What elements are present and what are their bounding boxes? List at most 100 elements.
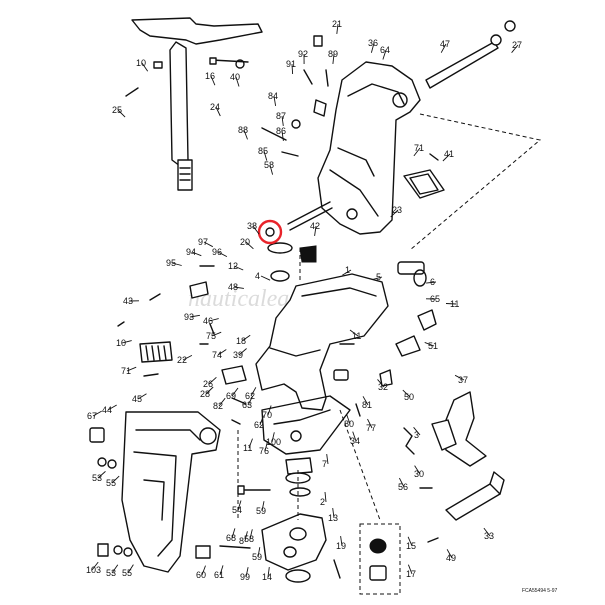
leader-line bbox=[92, 410, 102, 417]
callout-36: 36 bbox=[368, 38, 378, 48]
callout-39: 39 bbox=[233, 350, 243, 360]
callout-15: 15 bbox=[406, 541, 416, 551]
callout-10-b: 10 bbox=[116, 338, 126, 348]
leader-line bbox=[367, 418, 373, 429]
leader-line bbox=[117, 109, 126, 118]
callout-74: 74 bbox=[212, 350, 222, 360]
leader-line bbox=[245, 567, 249, 578]
part-54-bolt bbox=[237, 485, 271, 495]
part-16-40-bolt bbox=[209, 57, 249, 69]
leader-line bbox=[263, 150, 268, 161]
leader-line bbox=[250, 387, 257, 397]
callout-11-b: 11 bbox=[243, 443, 252, 453]
callout-19: 19 bbox=[336, 541, 346, 551]
callout-85: 85 bbox=[258, 146, 268, 156]
drawing-reference-code: FCA55494 5-97 bbox=[522, 588, 558, 594]
callout-71-b: 71 bbox=[121, 366, 131, 376]
callout-21: 21 bbox=[332, 19, 342, 29]
leader-line bbox=[346, 414, 351, 425]
leader-line bbox=[267, 567, 270, 578]
part-41-screw bbox=[429, 153, 439, 161]
callout-3: 3 bbox=[414, 430, 419, 440]
leader-line bbox=[324, 491, 327, 503]
callout-77: 77 bbox=[366, 423, 376, 433]
callout-20: 20 bbox=[240, 237, 250, 247]
leader-line bbox=[264, 441, 269, 452]
callout-69: 69 bbox=[226, 391, 236, 401]
leader-line bbox=[370, 42, 375, 53]
leader-line bbox=[211, 331, 222, 337]
part-21-fitting bbox=[313, 35, 323, 47]
leader-line bbox=[402, 389, 411, 398]
callout-10-a: 10 bbox=[136, 58, 146, 68]
part-103-nut bbox=[97, 543, 109, 557]
leader-line bbox=[257, 547, 261, 558]
leader-line bbox=[261, 501, 265, 512]
callout-95: 95 bbox=[166, 258, 176, 268]
callout-30: 30 bbox=[414, 469, 424, 479]
misc-small-screws bbox=[117, 265, 439, 543]
callout-41: 41 bbox=[444, 149, 454, 159]
part-51-spring bbox=[395, 335, 421, 357]
callout-51: 51 bbox=[428, 341, 438, 351]
callout-25: 25 bbox=[112, 105, 122, 115]
part-65-lock bbox=[417, 309, 437, 331]
leader-line bbox=[107, 404, 117, 411]
part-44-bushing bbox=[89, 427, 105, 443]
part-60-plate bbox=[195, 545, 211, 559]
callout-50: 50 bbox=[404, 392, 414, 402]
leader-line bbox=[454, 374, 465, 381]
part-27-nut bbox=[504, 20, 516, 32]
part-42-pin bbox=[287, 201, 333, 231]
callout-13: 13 bbox=[328, 513, 338, 523]
callout-67: 67 bbox=[87, 411, 97, 421]
leader-line bbox=[362, 396, 369, 406]
callout-8: 8 bbox=[239, 536, 244, 546]
callout-11-a: 11 bbox=[450, 299, 459, 309]
callout-71-a: 71 bbox=[414, 143, 424, 153]
callout-11-c: 11 bbox=[352, 331, 361, 341]
leader-line bbox=[269, 164, 274, 175]
callout-4: 4 bbox=[255, 271, 260, 281]
leader-line bbox=[252, 225, 260, 235]
callout-63: 63 bbox=[242, 400, 252, 410]
callout-48: 48 bbox=[228, 282, 238, 292]
callout-22: 22 bbox=[177, 355, 187, 365]
callout-91: 91 bbox=[286, 59, 296, 69]
callout-93: 93 bbox=[184, 312, 194, 322]
callout-37: 37 bbox=[458, 375, 468, 385]
leader-line bbox=[91, 561, 99, 571]
leader-line bbox=[231, 387, 239, 397]
leader-line bbox=[111, 564, 119, 574]
part-7-bearing bbox=[285, 457, 313, 475]
callout-5: 5 bbox=[376, 272, 381, 282]
leader-line bbox=[248, 438, 253, 449]
leader-line bbox=[121, 340, 132, 344]
callout-103: 103 bbox=[86, 565, 101, 575]
callout-labels: 1 2 3 4 5 6 7 8 10 10 11 11 11 12 13 14 … bbox=[86, 19, 522, 582]
leader-line bbox=[483, 527, 491, 537]
leader-line bbox=[97, 471, 106, 479]
callout-47: 47 bbox=[440, 39, 450, 49]
callout-43: 43 bbox=[123, 296, 133, 306]
parts-53-55-washers bbox=[97, 457, 133, 557]
callout-97: 97 bbox=[198, 237, 208, 247]
part-23-cover bbox=[403, 169, 445, 199]
leader-lines bbox=[91, 23, 519, 578]
leader-line bbox=[203, 241, 214, 248]
part-68-bolt bbox=[219, 545, 251, 549]
leader-line bbox=[413, 147, 421, 157]
callout-61: 61 bbox=[214, 570, 224, 580]
leader-line bbox=[340, 536, 343, 547]
callout-53-b: 53 bbox=[106, 568, 116, 578]
callout-23: 23 bbox=[392, 205, 402, 215]
leader-line bbox=[407, 536, 413, 547]
leader-line bbox=[238, 348, 247, 356]
leader-line bbox=[446, 549, 453, 559]
leader-line bbox=[332, 53, 335, 64]
parts-15-17-mounts bbox=[359, 523, 401, 595]
part-4-bushing bbox=[270, 270, 290, 282]
leader-line bbox=[352, 431, 357, 442]
callout-2: 2 bbox=[320, 497, 325, 507]
leader-line bbox=[426, 281, 437, 284]
